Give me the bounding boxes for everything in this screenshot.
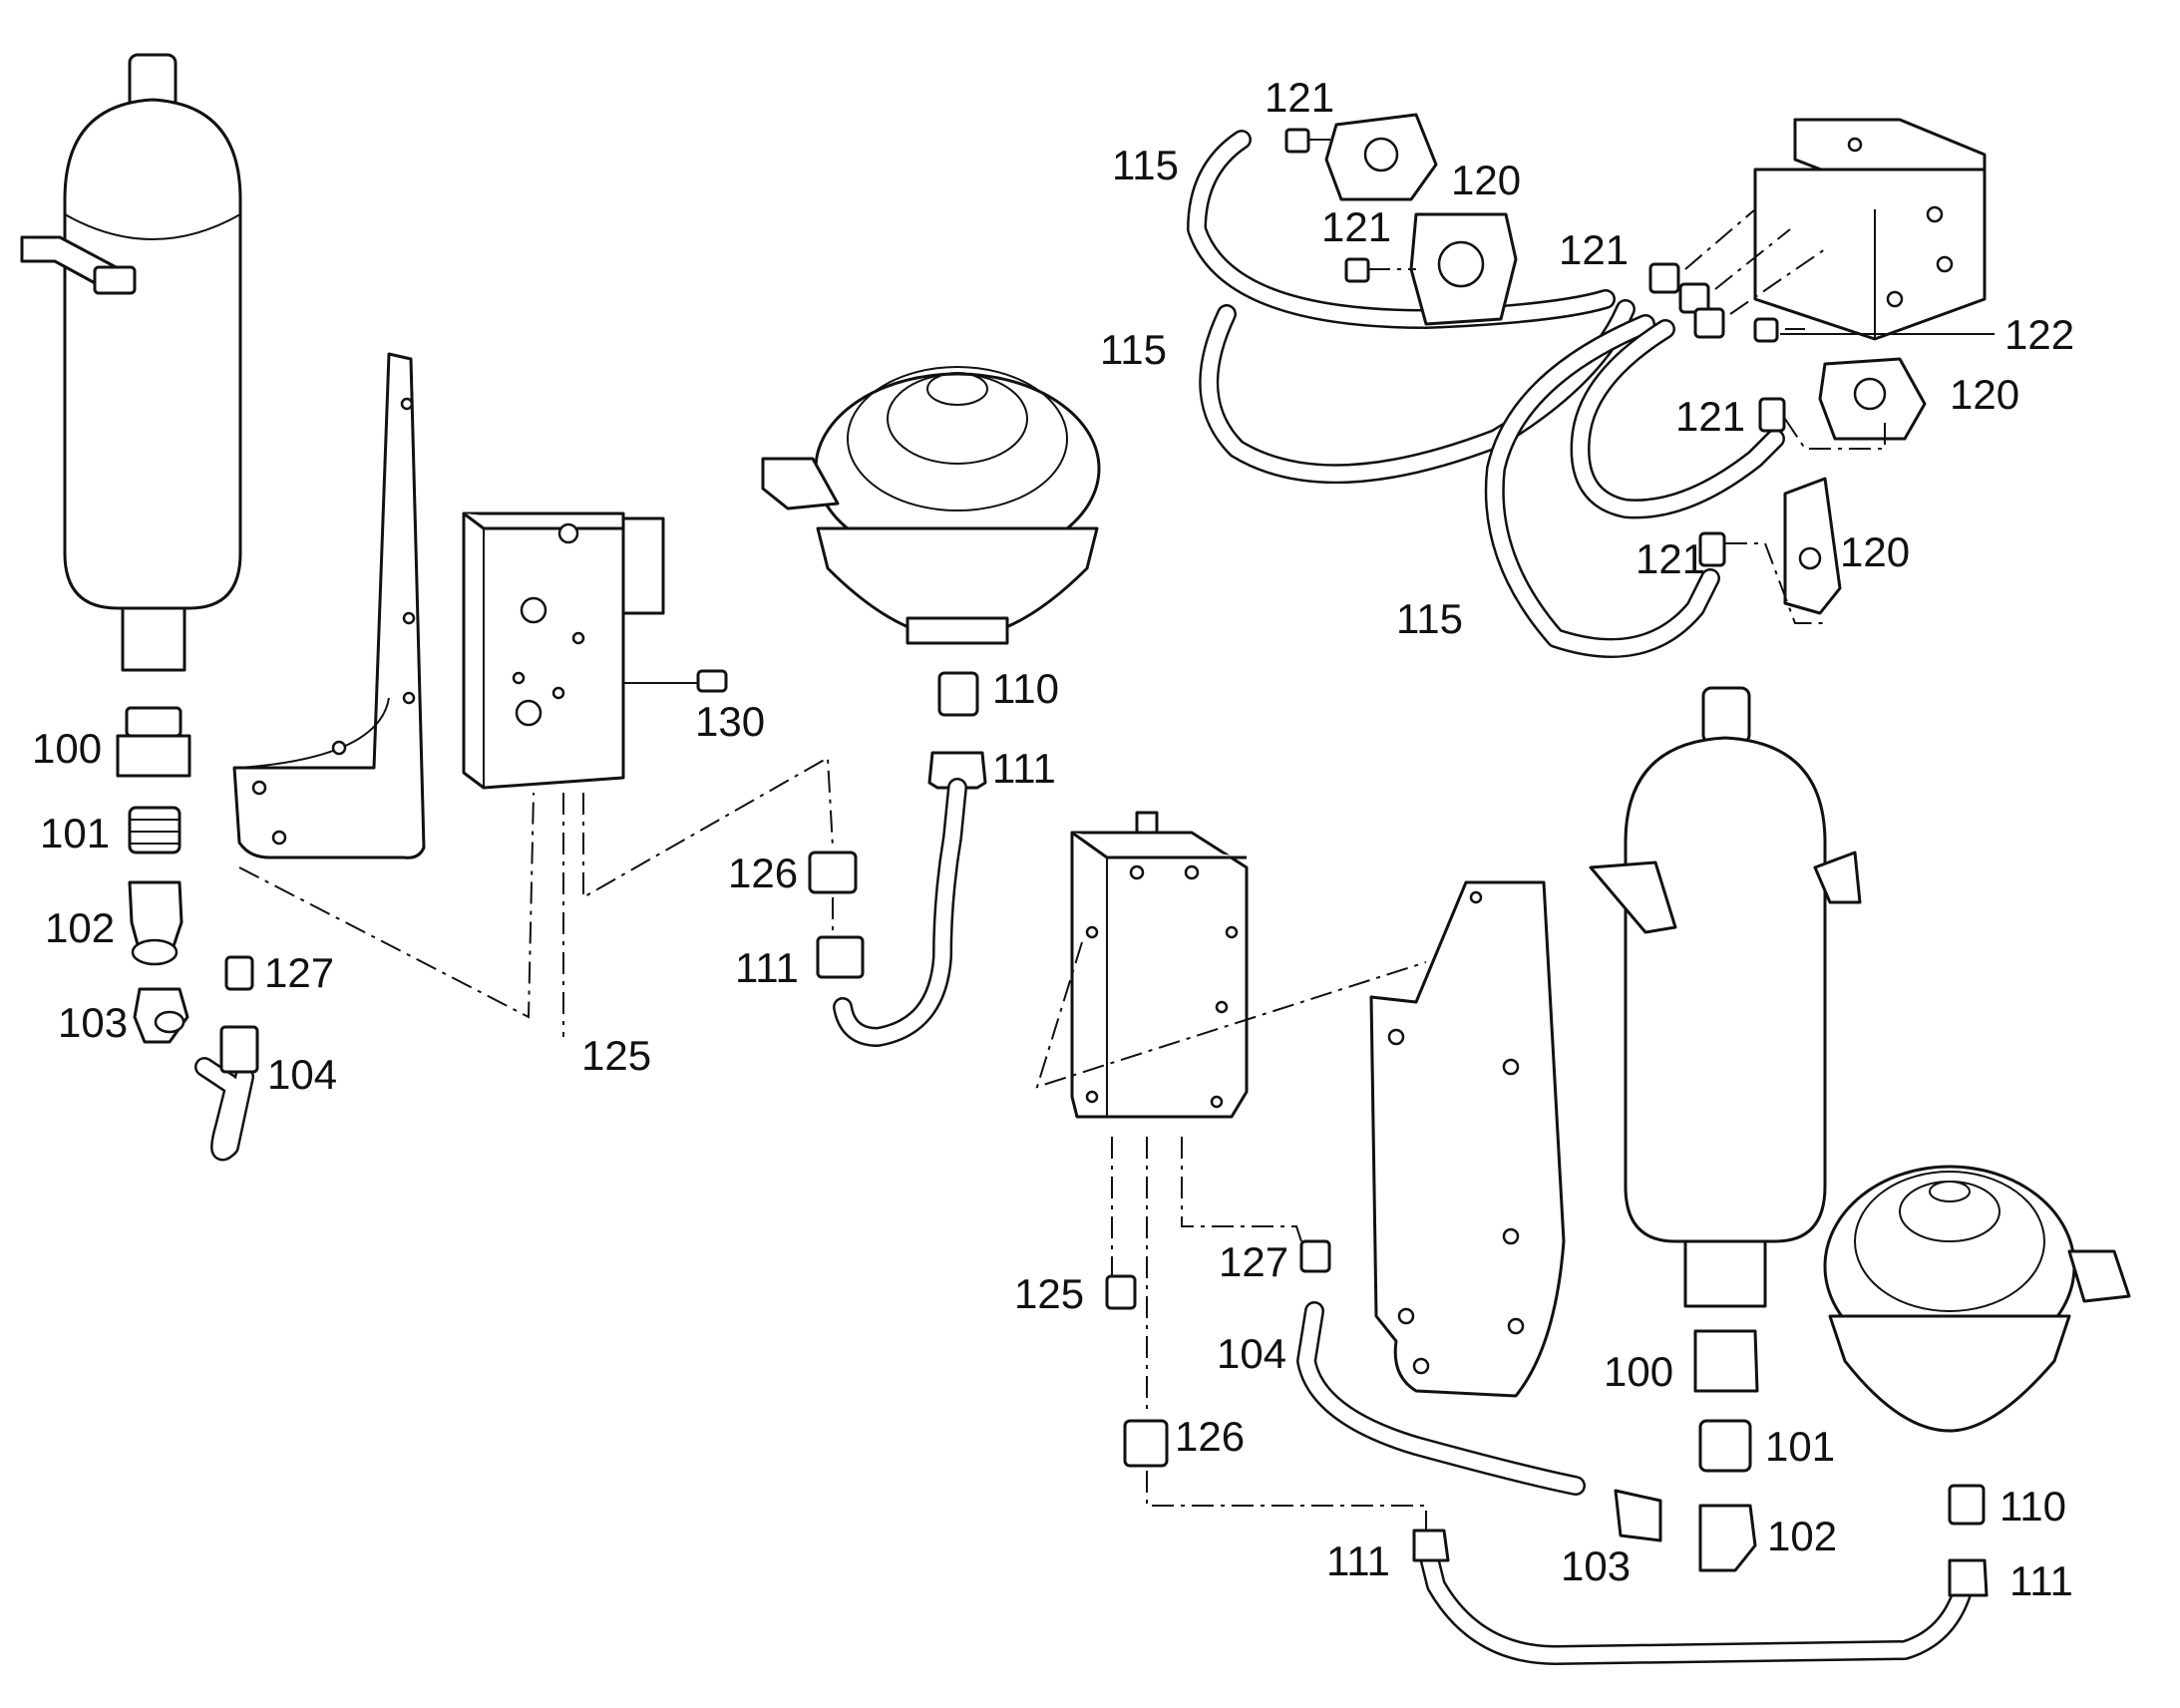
part-label-121: 121: [1265, 74, 1334, 121]
part-label-110: 110: [1999, 1483, 2066, 1530]
part-label-111: 111: [1326, 1537, 1390, 1584]
part-label-127: 127: [1219, 1238, 1288, 1285]
upper-right-valve-block: [1753, 118, 1987, 341]
left-mounting-bracket: [232, 352, 426, 859]
part-label-115: 115: [1396, 595, 1463, 642]
leader-lines-left: [238, 756, 834, 1037]
upper-right-flanges-120: [1324, 113, 1927, 615]
part-label-104: 104: [1217, 1330, 1286, 1377]
part-label-115: 115: [1112, 142, 1179, 188]
part-label-126: 126: [1175, 1413, 1245, 1460]
part-label-130: 130: [695, 698, 765, 745]
part-label-102: 102: [45, 904, 115, 951]
part-label-115: 115: [1100, 326, 1167, 373]
part-label-127: 127: [264, 949, 334, 996]
part-label-111: 111: [735, 944, 799, 991]
upper-right-leader-lines: [1308, 139, 1995, 624]
part-label-101: 101: [40, 810, 110, 856]
lower-right-leader-lines: [1035, 941, 1427, 1531]
lower-right-valve-block: [1070, 811, 1249, 1119]
lower-right-bladder-accumulator: [1589, 686, 1862, 1308]
lower-right-bracket: [1369, 880, 1566, 1398]
part-label-111: 111: [2009, 1557, 2073, 1604]
part-label-122: 122: [2004, 311, 2074, 358]
part-label-100: 100: [32, 725, 102, 772]
part-label-103: 103: [58, 999, 128, 1046]
part-label-102: 102: [1767, 1513, 1837, 1559]
part-label-111: 111: [992, 745, 1056, 792]
part-label-120: 120: [1451, 157, 1521, 203]
part-label-121: 121: [1321, 203, 1391, 250]
upper-right-hoses-115: [1187, 130, 1785, 658]
part-label-126: 126: [728, 850, 798, 896]
part-label-120: 120: [1840, 528, 1910, 575]
upper-right-fittings-121: [1284, 128, 1786, 567]
lower-right-diaphragm-accumulator: [1823, 1165, 2131, 1433]
part-label-121: 121: [1635, 535, 1705, 582]
part-label-104: 104: [267, 1051, 337, 1098]
part-label-110: 110: [992, 665, 1059, 712]
part-label-103: 103: [1561, 1542, 1631, 1589]
part-label-100: 100: [1604, 1348, 1673, 1395]
left-fitting-stack: [116, 706, 191, 1044]
lower-right-hoses: [1296, 1301, 1989, 1665]
part-label-120: 120: [1950, 371, 2019, 418]
part-label-121: 121: [1675, 393, 1745, 440]
lower-right-fittings: [1105, 1239, 1986, 1572]
left-hose-104: [194, 955, 259, 1162]
part-label-125: 125: [581, 1032, 651, 1079]
center-diaphragm-accumulator: [761, 366, 1101, 645]
part-label-101: 101: [1765, 1423, 1835, 1470]
part-labels: 100 101 102 103 104 127 125 130 110 111 …: [32, 74, 2074, 1604]
part-label-125: 125: [1014, 1270, 1084, 1317]
part-label-121: 121: [1559, 226, 1629, 273]
center-hose-assembly: [808, 671, 987, 1047]
left-valve-block: [462, 512, 728, 790]
left-bladder-accumulator: [20, 53, 242, 672]
